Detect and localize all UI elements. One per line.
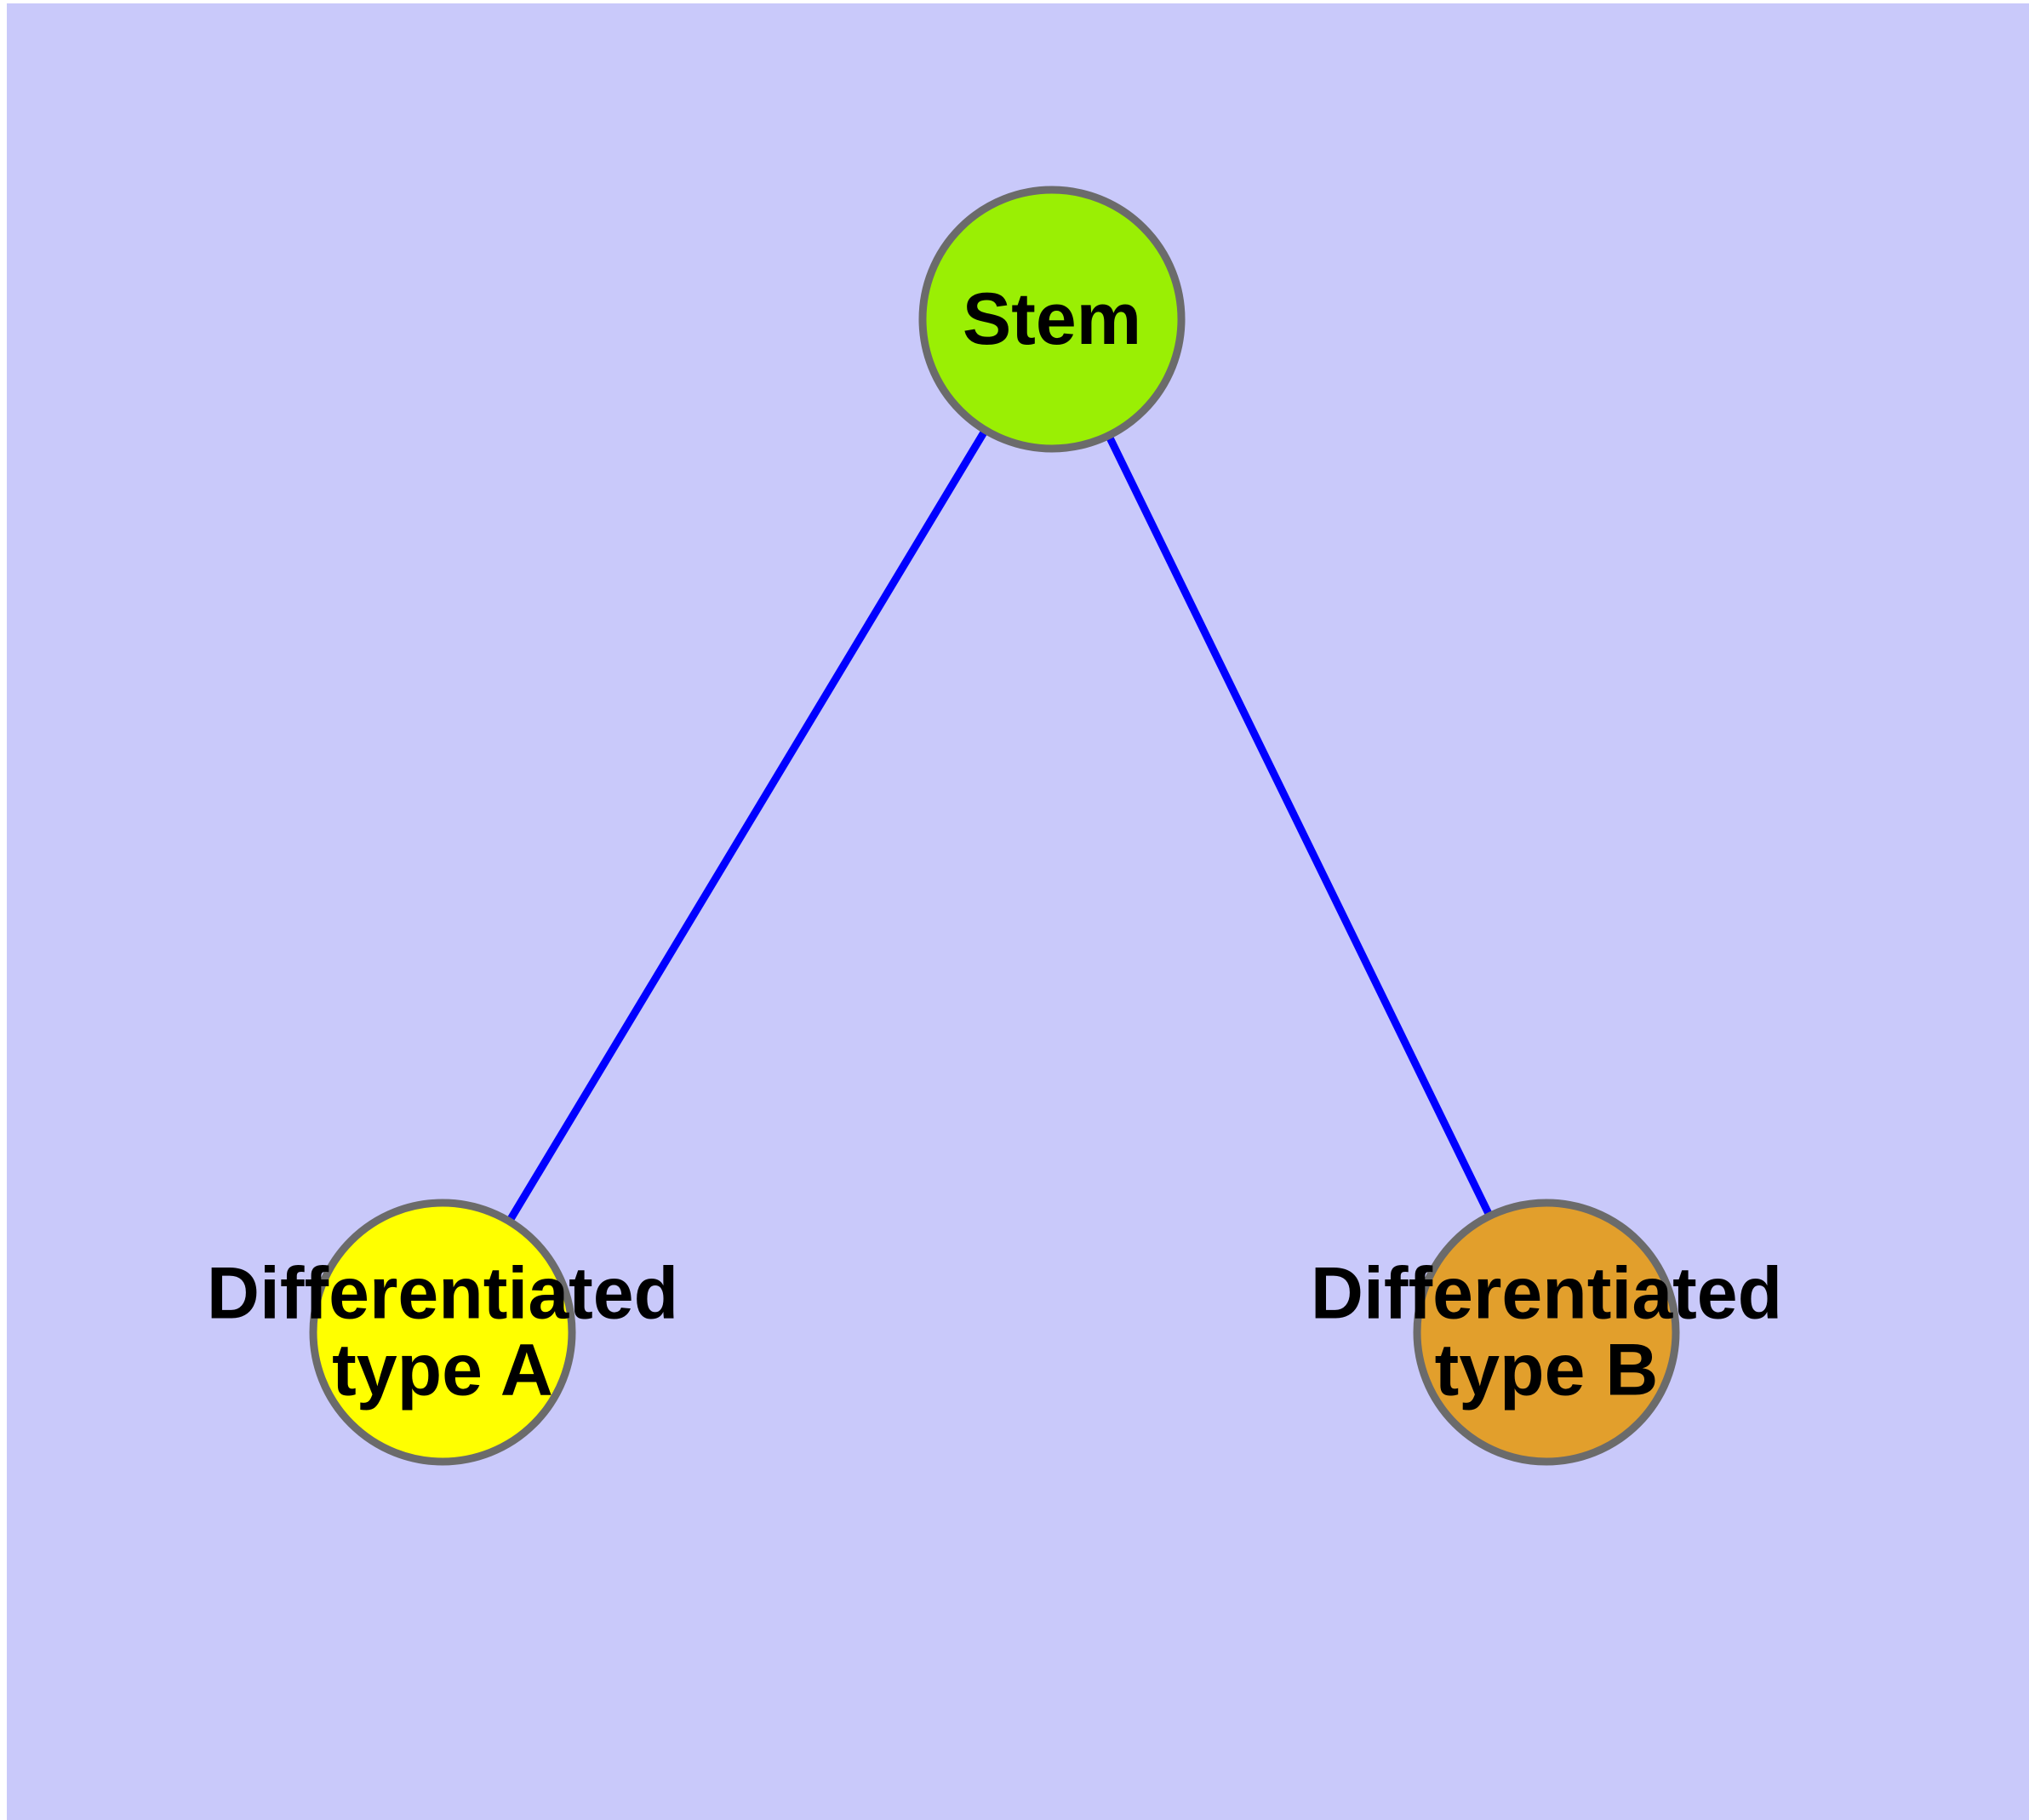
node-differentiated-type-b[interactable] bbox=[1413, 1199, 1680, 1466]
edges-layer bbox=[439, 317, 1551, 1335]
edge-stem-to-differentiated-type-a[interactable] bbox=[439, 317, 1055, 1335]
nodes-layer bbox=[309, 186, 1680, 1466]
edge-stem-to-differentiated-type-b[interactable] bbox=[1048, 318, 1551, 1334]
node-differentiated-type-a[interactable] bbox=[309, 1199, 576, 1466]
node-stem[interactable] bbox=[918, 186, 1186, 453]
